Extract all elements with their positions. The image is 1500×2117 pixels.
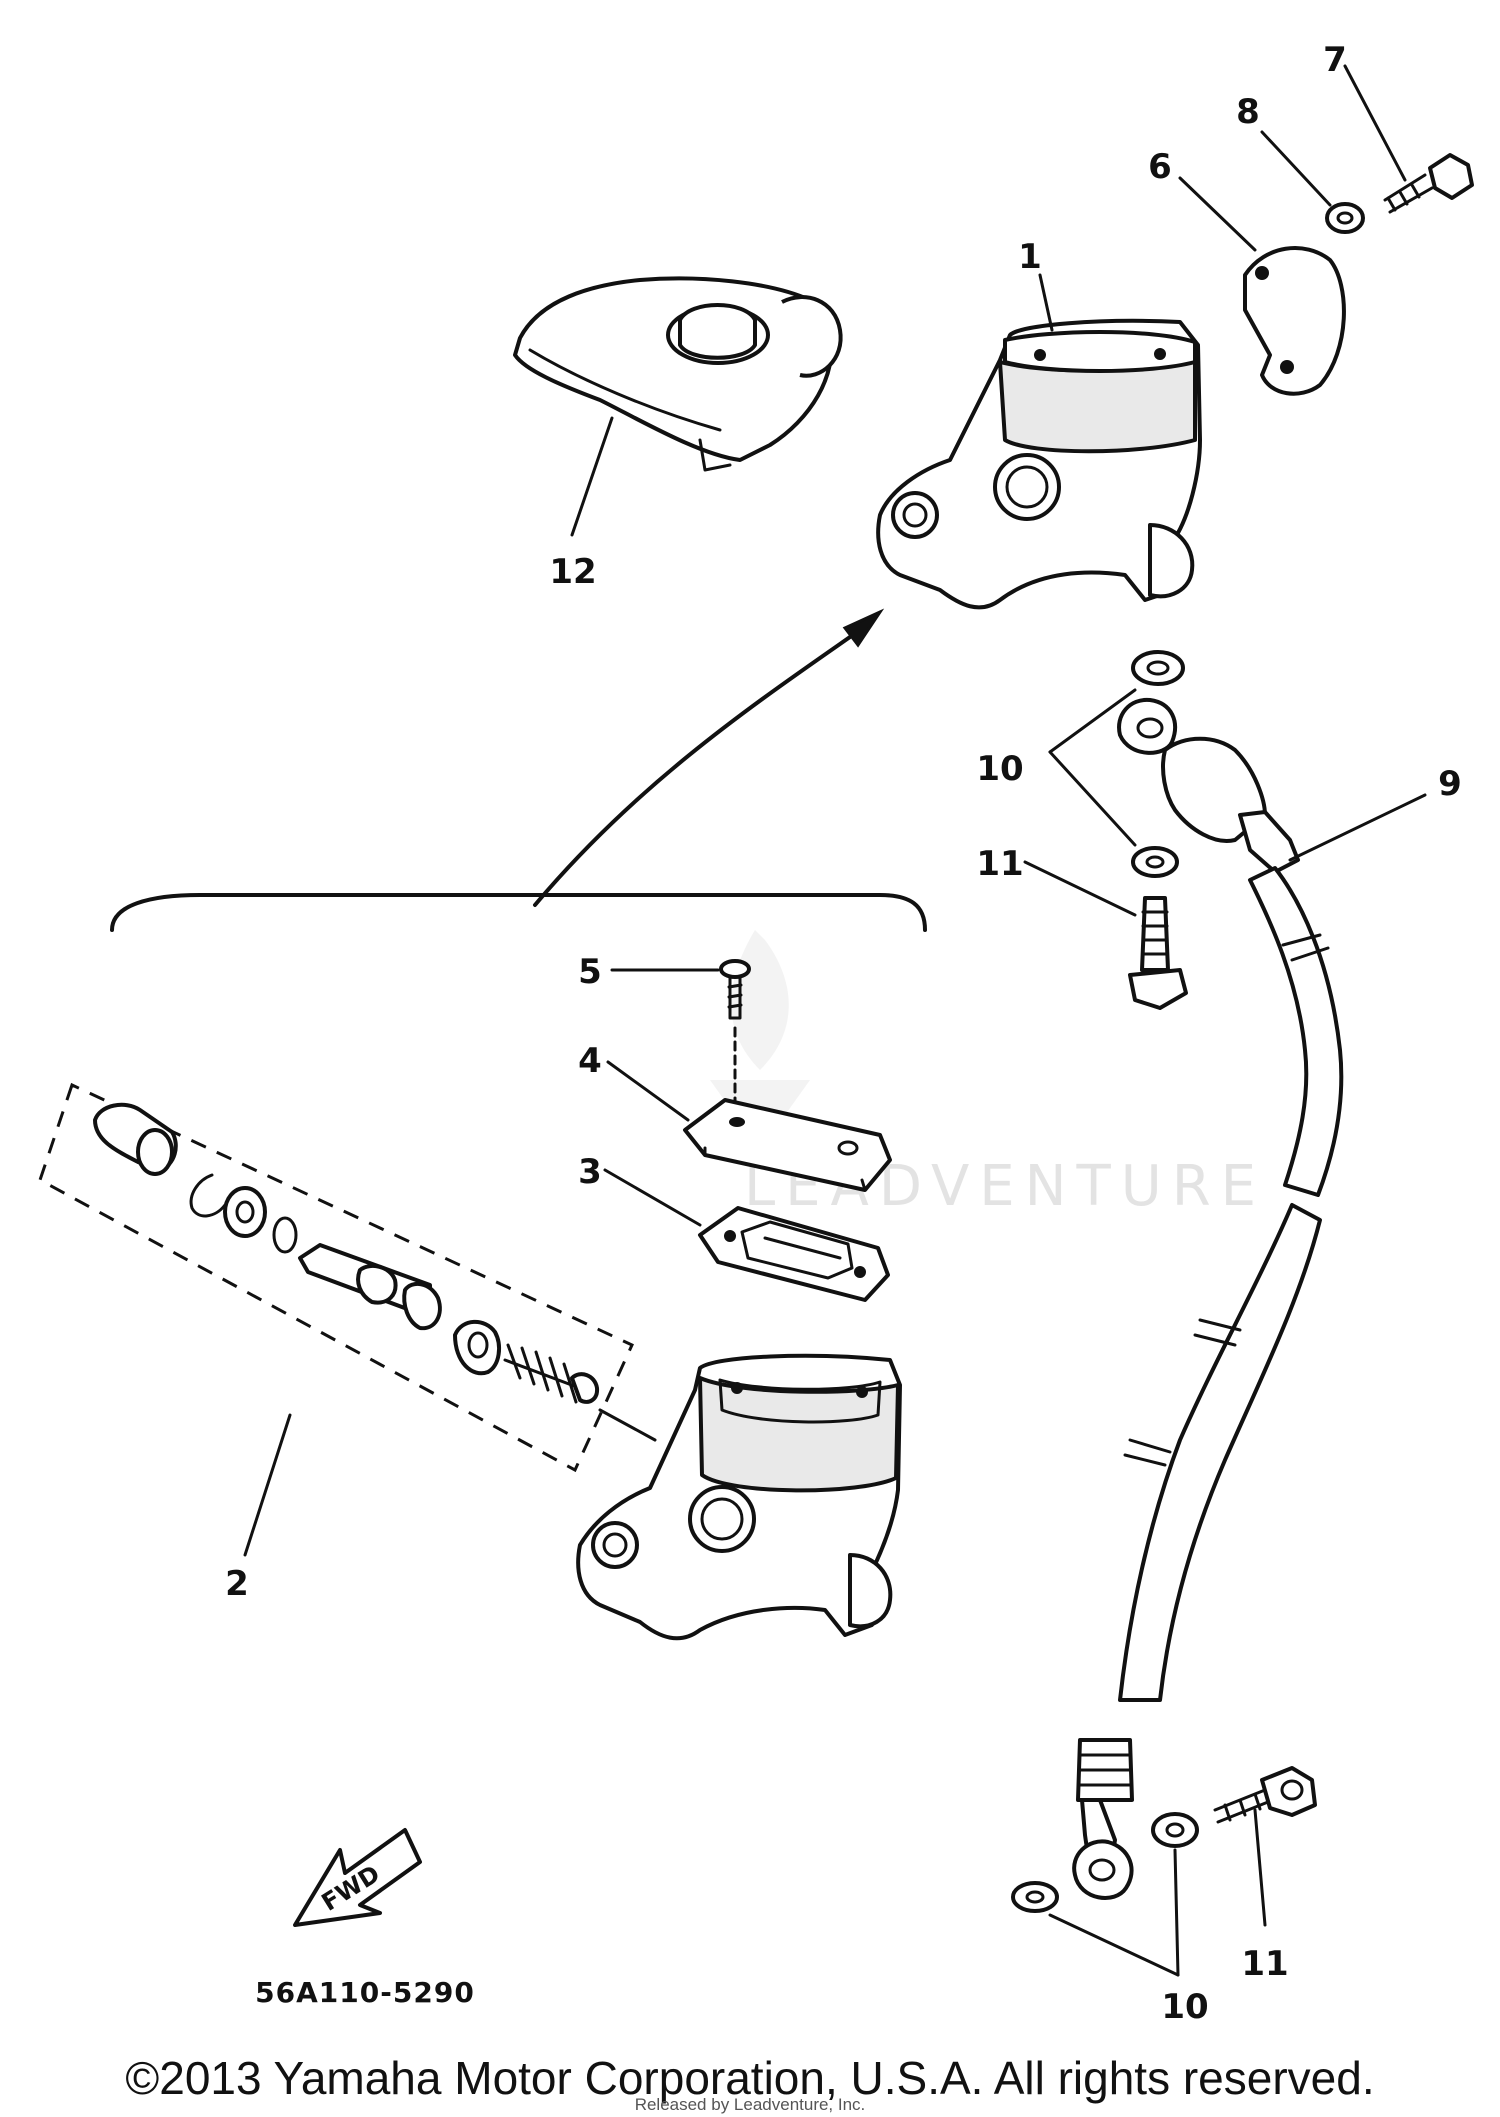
part-10-gasket-lower-2 (1151, 1812, 1199, 1848)
part-12-cover (513, 276, 843, 472)
part-1-master-cylinder (876, 318, 1202, 610)
part-7-bolt (1383, 153, 1474, 214)
callout-1: 1 (1018, 237, 1042, 277)
callout-10-upper: 10 (976, 749, 1023, 789)
part-11-union-bolt-lower (1213, 1766, 1317, 1824)
callout-12: 12 (549, 552, 596, 592)
fwd-arrow-icon: FWD (293, 1828, 422, 1927)
part-10-gasket-upper-2 (1131, 846, 1179, 878)
part-10-gasket-upper-1 (1131, 650, 1185, 686)
callout-8: 8 (1236, 92, 1260, 132)
callout-11-lower: 11 (1241, 1944, 1288, 1984)
part-3-diaphragm (698, 1206, 890, 1302)
callout-5: 5 (578, 952, 602, 992)
callout-10-lower: 10 (1161, 1987, 1208, 2027)
part-4-cover-plate (683, 1098, 892, 1192)
part-8-washer (1325, 202, 1365, 234)
part-11-union-bolt-upper (1128, 896, 1188, 1010)
callout-11-upper: 11 (976, 844, 1023, 884)
part-6-holder (1243, 246, 1346, 396)
footer-note: Released by Leadventure, Inc. (635, 2095, 866, 2114)
callout-2: 2 (225, 1564, 249, 1604)
exploded-view-bracket (110, 608, 927, 932)
callout-3: 3 (578, 1152, 602, 1192)
part-10-gasket-lower-1 (1011, 1881, 1059, 1913)
part-number: 56A110-5290 (255, 1976, 475, 2009)
part-2-piston-kit (38, 1082, 634, 1473)
master-cylinder-body (576, 1353, 902, 1641)
part-5-screw (719, 959, 751, 1117)
part-9-brake-hose (1072, 697, 1344, 1900)
copyright-text: ©2013 Yamaha Motor Corporation, U.S.A. A… (125, 2052, 1374, 2104)
callout-6: 6 (1148, 147, 1172, 187)
callout-9: 9 (1438, 764, 1462, 804)
callout-7: 7 (1323, 40, 1347, 80)
callout-4: 4 (578, 1041, 602, 1081)
